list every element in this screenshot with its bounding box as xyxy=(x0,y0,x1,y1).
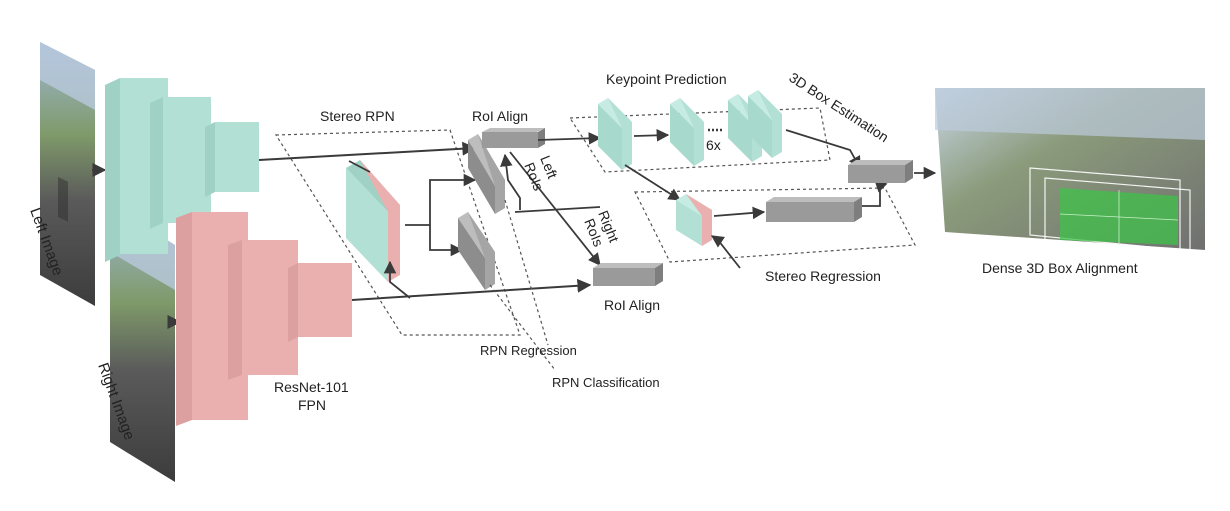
stereo-regression-label: Stereo Regression xyxy=(765,268,881,284)
left-image-photo xyxy=(40,42,95,306)
keypoint-block-3 xyxy=(728,90,782,162)
repeat-count-label: 6x xyxy=(706,137,721,153)
roi-align-bottom-label: RoI Align xyxy=(604,297,660,313)
rpn-to-bottom xyxy=(429,225,464,257)
keypoint-block-1 xyxy=(598,98,632,170)
right-feature-line xyxy=(351,278,592,301)
rpn-in-bottom xyxy=(383,260,411,299)
rois-return-arrow xyxy=(500,153,521,210)
box-estimation-label: 3D Box Estimation xyxy=(786,69,891,145)
backbone-label-line1: ResNet-101 xyxy=(274,379,349,395)
roi-align-bottom-block xyxy=(593,263,663,286)
dense-alignment-label: Dense 3D Box Alignment xyxy=(982,260,1138,276)
rpn-regression-label: RPN Regression xyxy=(480,343,577,358)
regression-to-box xyxy=(862,179,888,207)
box-estimation-block xyxy=(848,160,913,183)
rpn-regression-line xyxy=(504,199,549,346)
right-backbone xyxy=(176,212,352,426)
stereo-rpn-label: Stereo RPN xyxy=(320,108,395,124)
keypoint-block-2 xyxy=(670,98,704,166)
dense-alignment-image xyxy=(935,88,1205,256)
roi-to-regression xyxy=(624,164,682,201)
roi-to-keypoint xyxy=(537,132,602,145)
left-feature-line xyxy=(258,141,477,161)
keypoint-arrow-1 xyxy=(633,129,670,142)
roi-align-top-block xyxy=(482,128,545,148)
regression-arrow xyxy=(713,206,766,220)
roi-align-top-label: RoI Align xyxy=(472,108,528,124)
keypoint-prediction-label: Keypoint Prediction xyxy=(606,71,727,87)
regression-block xyxy=(766,197,862,222)
backbone-label-line2: FPN xyxy=(298,397,326,413)
left-rois-arrow xyxy=(509,151,601,266)
rpn-classification-label: RPN Classification xyxy=(552,375,660,390)
stereo-rpn-block xyxy=(346,160,400,282)
right-rois-link xyxy=(514,206,601,213)
regression-fused-block xyxy=(676,194,712,246)
rpn-to-top xyxy=(405,173,477,226)
stereo-regression-region xyxy=(634,187,916,263)
left-backbone xyxy=(105,78,259,262)
rpn-in-top xyxy=(348,160,371,173)
stereo-rpn-region xyxy=(274,129,521,336)
rpn-head-top xyxy=(468,134,505,214)
rpn-head-bottom xyxy=(458,212,495,290)
roi-bottom-to-regression xyxy=(710,235,741,269)
